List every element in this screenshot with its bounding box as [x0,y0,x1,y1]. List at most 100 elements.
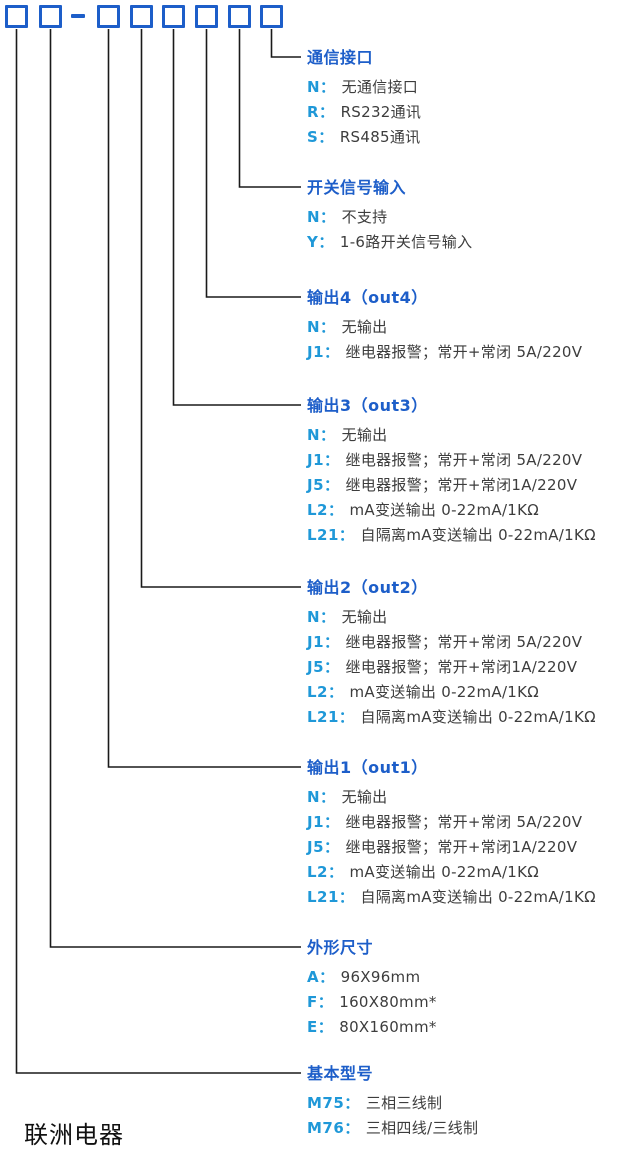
model-code-box-4 [130,5,153,28]
section-title: 基本型号 [307,1064,374,1083]
option-code: N： [307,318,336,336]
option-code: J1： [307,813,340,831]
section-title: 输出2（out2） [307,578,428,597]
section-options: N： 无输出 J1： 继电器报警；常开+常闭 5A/220V J5： 继电器报警… [307,423,619,548]
option-desc: 自隔离mA变送输出 0-22mA/1KΩ [360,888,596,906]
option-code: J5： [307,838,340,856]
option-code: A： [307,968,335,986]
model-code-box-2 [39,5,62,28]
option-row: S： RS485通讯 [307,125,619,150]
section-options: A： 96X96mm F： 160X80mm* E： 80X160mm* [307,965,619,1040]
option-row: L2： mA变送输出 0-22mA/1KΩ [307,860,619,885]
option-desc: 96X96mm [340,968,421,986]
section-title: 外形尺寸 [307,938,374,957]
option-row: L2： mA变送输出 0-22mA/1KΩ [307,680,619,705]
model-code-box-5 [162,5,185,28]
option-desc: 三相三线制 [365,1094,443,1112]
spec-section: 通信接口 N： 无通信接口 R： RS232通讯 S： RS485通讯 [307,48,619,150]
option-code: S： [307,128,334,146]
option-desc: 无输出 [341,318,388,336]
option-desc: 自隔离mA变送输出 0-22mA/1KΩ [360,526,596,544]
model-code-separator-dash [71,14,85,18]
option-desc: mA变送输出 0-22mA/1KΩ [349,683,540,701]
option-desc: 继电器报警；常开+常闭 5A/220V [345,633,583,651]
option-desc: 继电器报警；常开+常闭1A/220V [345,838,578,856]
option-row: L21： 自隔离mA变送输出 0-22mA/1KΩ [307,885,619,910]
option-desc: 不支持 [341,208,388,226]
option-row: L21： 自隔离mA变送输出 0-22mA/1KΩ [307,705,619,730]
option-desc: mA变送输出 0-22mA/1KΩ [349,501,540,519]
option-desc: 继电器报警；常开+常闭 5A/220V [345,343,583,361]
option-desc: RS232通讯 [340,103,422,121]
option-code: M75： [307,1094,360,1112]
section-options: N： 不支持 Y： 1-6路开关信号输入 [307,205,619,255]
option-row: F： 160X80mm* [307,990,619,1015]
option-code: L2： [307,501,344,519]
connector-line-5 [140,29,301,588]
section-options: N： 无输出 J1： 继电器报警；常开+常闭 5A/220V J5： 继电器报警… [307,785,619,910]
model-code-box-7 [228,5,251,28]
option-desc: RS485通讯 [339,128,421,146]
option-desc: 继电器报警；常开+常闭 5A/220V [345,451,583,469]
option-row: J5： 继电器报警；常开+常闭1A/220V [307,473,619,498]
option-row: L21： 自隔离mA变送输出 0-22mA/1KΩ [307,523,619,548]
section-options: N： 无通信接口 R： RS232通讯 S： RS485通讯 [307,75,619,150]
option-row: E： 80X160mm* [307,1015,619,1040]
connector-line-8 [15,29,301,1074]
option-row: M76： 三相四线/三线制 [307,1116,619,1141]
section-title: 开关信号输入 [307,178,407,197]
option-code: N： [307,426,336,444]
option-row: J1： 继电器报警；常开+常闭 5A/220V [307,340,619,365]
spec-section: 输出3（out3） N： 无输出 J1： 继电器报警；常开+常闭 5A/220V… [307,396,619,548]
option-code: J1： [307,343,340,361]
option-desc: 继电器报警；常开+常闭 5A/220V [345,813,583,831]
option-desc: 无输出 [341,426,388,444]
option-code: F： [307,993,334,1011]
option-row: N： 无输出 [307,605,619,630]
option-row: R： RS232通讯 [307,100,619,125]
connector-line-3 [205,29,301,298]
connector-line-1 [270,29,301,58]
option-row: J1： 继电器报警；常开+常闭 5A/220V [307,810,619,835]
spec-section: 基本型号 M75： 三相三线制 M76： 三相四线/三线制 [307,1064,619,1141]
section-title: 通信接口 [307,48,374,67]
section-title: 输出3（out3） [307,396,428,415]
option-row: N： 无输出 [307,423,619,448]
option-row: M75： 三相三线制 [307,1091,619,1116]
option-row: J5： 继电器报警；常开+常闭1A/220V [307,835,619,860]
option-desc: 继电器报警；常开+常闭1A/220V [345,476,578,494]
option-desc: mA变送输出 0-22mA/1KΩ [349,863,540,881]
option-desc: 自隔离mA变送输出 0-22mA/1KΩ [360,708,596,726]
option-desc: 继电器报警；常开+常闭1A/220V [345,658,578,676]
section-title: 输出4（out4） [307,288,428,307]
option-desc: 无输出 [341,608,388,626]
option-code: E： [307,1018,334,1036]
section-options: N： 无输出 J1： 继电器报警；常开+常闭 5A/220V [307,315,619,365]
connector-line-4 [172,29,301,406]
option-desc: 无通信接口 [341,78,419,96]
option-desc: 无输出 [341,788,388,806]
option-row: N： 无输出 [307,315,619,340]
connector-line-2 [238,29,301,188]
option-code: J5： [307,476,340,494]
option-code: R： [307,103,335,121]
option-row: N： 无输出 [307,785,619,810]
option-desc: 160X80mm* [339,993,437,1011]
option-code: L21： [307,888,355,906]
option-code: M76： [307,1119,360,1137]
option-code: L2： [307,863,344,881]
brand-logo-text: 联洲电器 [24,1121,124,1149]
option-desc: 1-6路开关信号输入 [339,233,473,251]
option-code: N： [307,208,336,226]
option-code: N： [307,788,336,806]
section-options: N： 无输出 J1： 继电器报警；常开+常闭 5A/220V J5： 继电器报警… [307,605,619,730]
option-row: J5： 继电器报警；常开+常闭1A/220V [307,655,619,680]
connector-line-7 [49,29,301,948]
option-code: J1： [307,633,340,651]
section-title: 输出1（out1） [307,758,428,777]
option-row: L2： mA变送输出 0-22mA/1KΩ [307,498,619,523]
option-code: L21： [307,708,355,726]
model-code-box-8 [260,5,283,28]
